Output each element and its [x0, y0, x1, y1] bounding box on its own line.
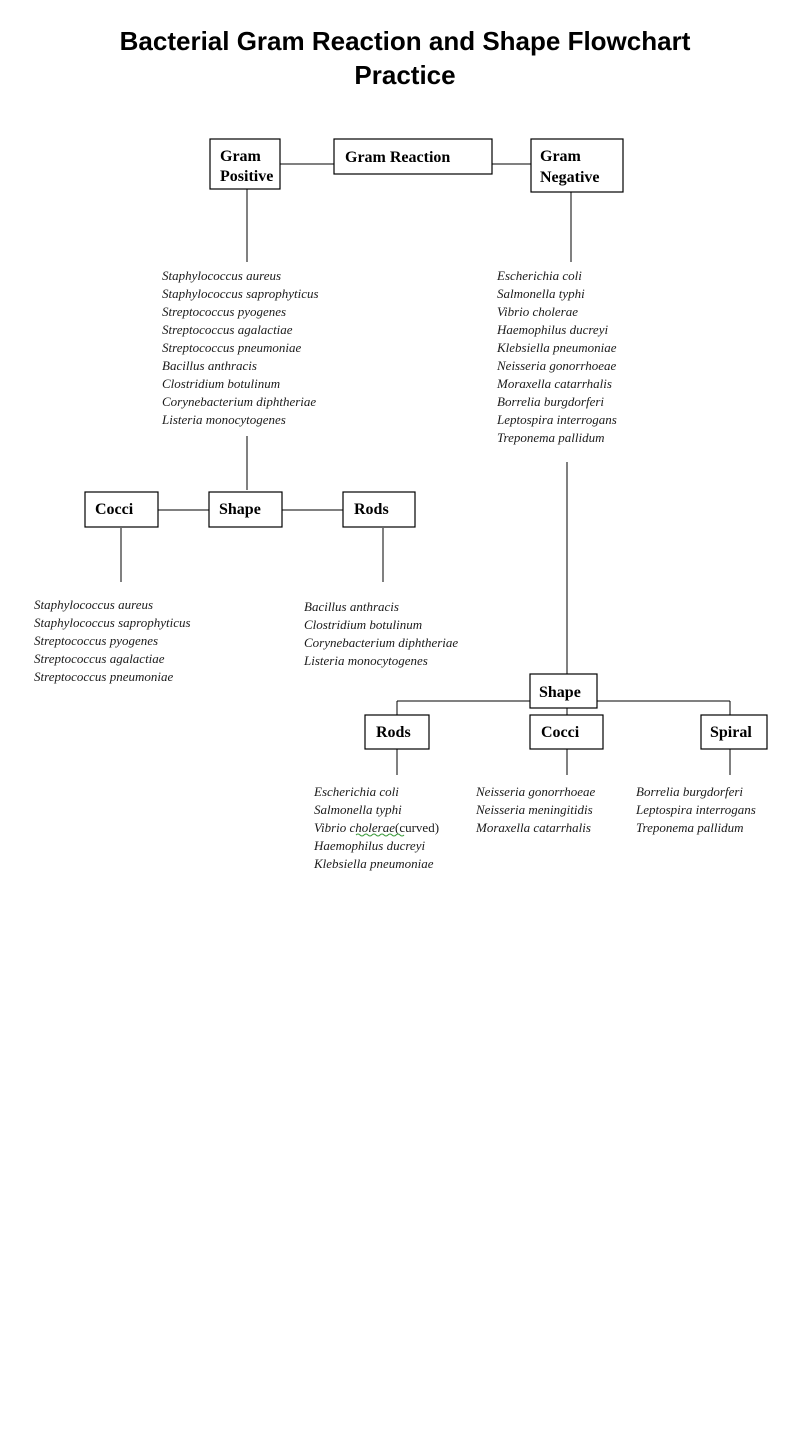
- rods-negative-label: Rods: [376, 724, 411, 741]
- list-item: Staphylococcus aureus: [34, 597, 153, 612]
- page-title-line-2: Practice: [354, 60, 456, 90]
- list-item: Streptococcus pneumoniae: [34, 669, 173, 684]
- list-item: Haemophilus ducreyi: [313, 838, 425, 853]
- list-item: Escherichia coli: [496, 268, 582, 283]
- gram-positive-node: Gram Positive: [209, 138, 281, 190]
- vibrio-species: cholerae: [350, 820, 396, 835]
- gram-positive-label-1: Gram: [220, 148, 262, 165]
- gram-reaction-node: Gram Reaction: [333, 138, 493, 175]
- cocci-positive-node: Cocci: [84, 491, 159, 528]
- list-item: Streptococcus agalactiae: [34, 651, 165, 666]
- list-item-vibrio: Vibrio cholerae(curved): [314, 820, 439, 835]
- list-item: Haemophilus ducreyi: [496, 322, 608, 337]
- list-item: Salmonella typhi: [497, 286, 585, 301]
- connectors: [120, 163, 731, 775]
- spiral-negative-label: Spiral: [710, 724, 752, 741]
- list-item: Streptococcus pyogenes: [162, 304, 286, 319]
- shape-negative-label: Shape: [539, 684, 581, 701]
- list-item: Treponema pallidum: [497, 430, 605, 445]
- list-item: Staphylococcus saprophyticus: [162, 286, 319, 301]
- rods-negative-list: Escherichia coli Salmonella typhi Vibrio…: [313, 784, 439, 871]
- list-item: Treponema pallidum: [636, 820, 744, 835]
- list-item: Streptococcus pyogenes: [34, 633, 158, 648]
- list-item: Neisseria meningitidis: [475, 802, 593, 817]
- list-item: Listeria monocytogenes: [161, 412, 286, 427]
- list-item: Escherichia coli: [313, 784, 399, 799]
- cocci-positive-list: Staphylococcus aureus Staphylococcus sap…: [34, 597, 191, 684]
- spiral-negative-node: Spiral: [700, 714, 768, 750]
- cocci-negative-list: Neisseria gonorrhoeae Neisseria meningit…: [475, 784, 596, 835]
- gram-reaction-label: Gram Reaction: [345, 149, 450, 166]
- shape-positive-label: Shape: [219, 501, 261, 518]
- list-item: Streptococcus agalactiae: [162, 322, 293, 337]
- gram-negative-label-2: Negative: [540, 169, 600, 186]
- spiral-negative-list: Borrelia burgdorferi Leptospira interrog…: [635, 784, 756, 835]
- list-item: Leptospira interrogans: [496, 412, 617, 427]
- vibrio-note: (curved): [395, 820, 439, 835]
- list-item: Corynebacterium diphtheriae: [162, 394, 316, 409]
- list-item: Listeria monocytogenes: [303, 653, 428, 668]
- list-item: Vibrio cholerae: [497, 304, 578, 319]
- gram-negative-list: Escherichia coli Salmonella typhi Vibrio…: [496, 268, 617, 445]
- page-title-line-1: Bacterial Gram Reaction and Shape Flowch…: [119, 26, 691, 56]
- list-item: Leptospira interrogans: [635, 802, 756, 817]
- list-item: Neisseria gonorrhoeae: [475, 784, 596, 799]
- list-item: Staphylococcus saprophyticus: [34, 615, 191, 630]
- rods-positive-list: Bacillus anthracis Clostridium botulinum…: [303, 599, 458, 668]
- list-item: Moraxella catarrhalis: [475, 820, 591, 835]
- gram-negative-node: Gram Negative: [530, 138, 624, 193]
- list-item: Bacillus anthracis: [304, 599, 399, 614]
- gram-positive-label-2: Positive: [220, 168, 273, 185]
- cocci-negative-node: Cocci: [529, 714, 604, 750]
- list-item: Neisseria gonorrhoeae: [496, 358, 617, 373]
- list-item: Moraxella catarrhalis: [496, 376, 612, 391]
- spellcheck-underline: [355, 833, 405, 837]
- shape-negative-node: Shape: [529, 673, 598, 709]
- rods-positive-label: Rods: [354, 501, 389, 518]
- list-item: Borrelia burgdorferi: [497, 394, 604, 409]
- list-item: Bacillus anthracis: [162, 358, 257, 373]
- rods-positive-node: Rods: [342, 491, 416, 528]
- list-item: Salmonella typhi: [314, 802, 402, 817]
- list-item: Clostridium botulinum: [162, 376, 280, 391]
- page-title: Bacterial Gram Reaction and Shape Flowch…: [0, 24, 810, 92]
- shape-positive-node: Shape: [208, 491, 283, 528]
- vibrio-genus: Vibrio: [314, 820, 350, 835]
- cocci-negative-label: Cocci: [541, 724, 580, 741]
- cocci-positive-label: Cocci: [95, 501, 134, 518]
- list-item: Borrelia burgdorferi: [636, 784, 743, 799]
- gram-positive-list: Staphylococcus aureus Staphylococcus sap…: [161, 268, 319, 427]
- gram-negative-label-1: Gram: [540, 148, 582, 165]
- rods-negative-node: Rods: [364, 714, 430, 750]
- list-item: Streptococcus pneumoniae: [162, 340, 301, 355]
- list-item: Corynebacterium diphtheriae: [304, 635, 458, 650]
- list-item: Clostridium botulinum: [304, 617, 422, 632]
- list-item: Staphylococcus aureus: [162, 268, 281, 283]
- list-item: Klebsiella pneumoniae: [313, 856, 434, 871]
- list-item: Klebsiella pneumoniae: [496, 340, 617, 355]
